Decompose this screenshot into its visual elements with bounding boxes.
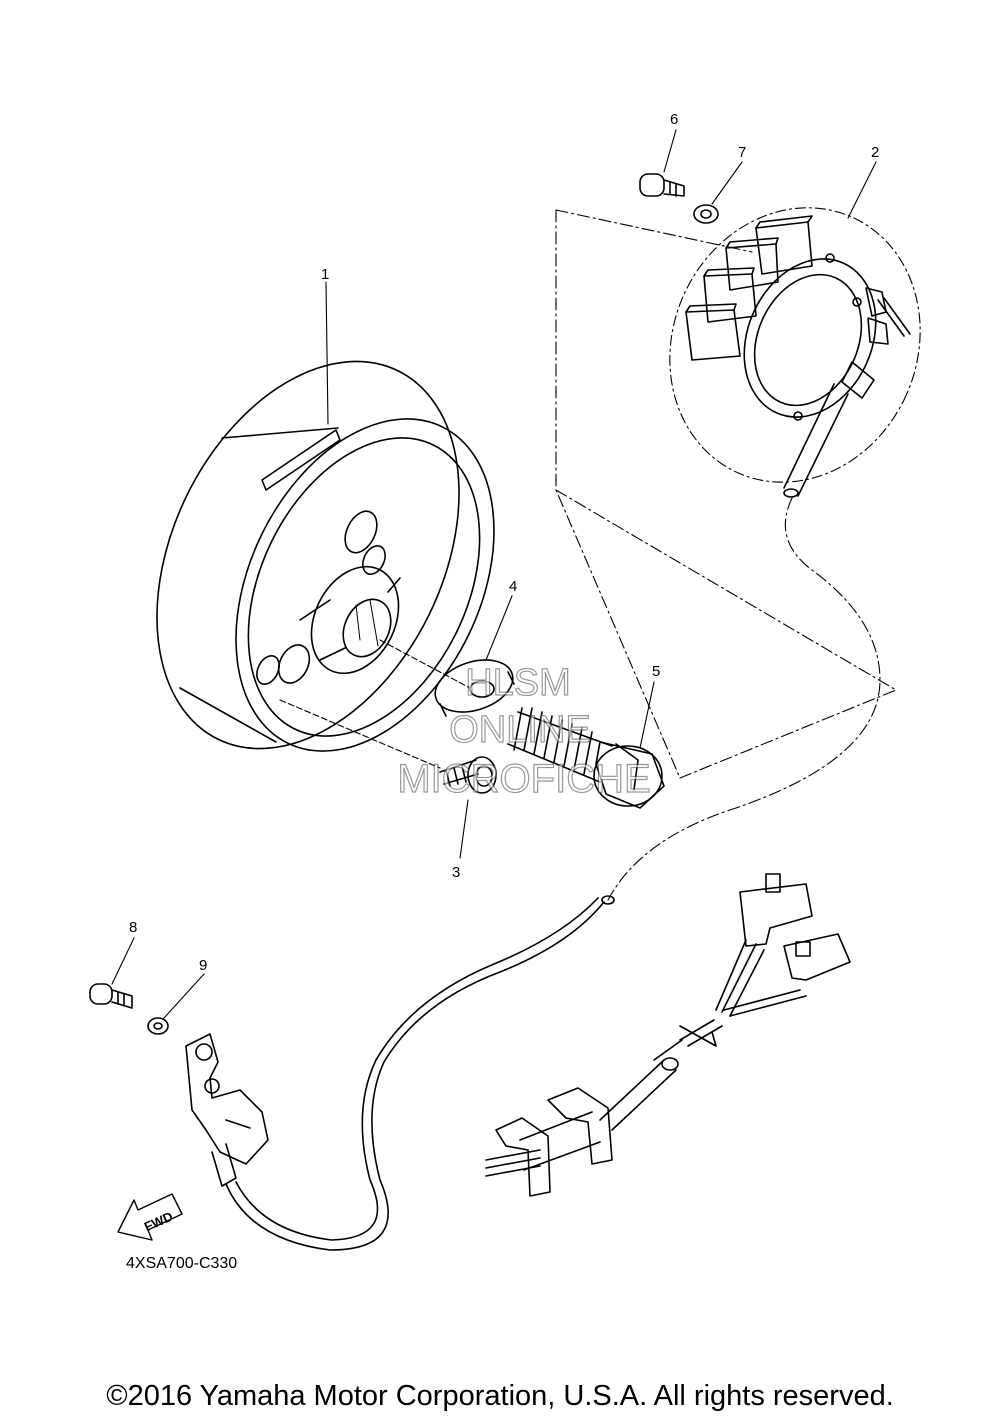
flywheel-bolt [507,707,665,809]
copyright-notice: ©2016 Yamaha Motor Corporation, U.S.A. A… [106,1380,894,1412]
fwd-arrow-icon [117,1193,183,1241]
callout-7: 7 [738,144,746,161]
callout-3: 3 [452,864,460,881]
callout-2: 2 [871,144,879,161]
watermark-line-3: MICROFICHE [397,757,650,801]
sensor-screw [89,983,133,1009]
callout-5: 5 [652,663,660,680]
callout-8: 8 [129,919,137,936]
watermark: HLSM ONLINE MICROFICHE [397,661,652,801]
stator-screw [639,173,685,197]
diagram-code: 4XSA700-C330 [126,1255,237,1272]
watermark-line-1: HLSM [465,662,571,704]
stator-washer [693,204,719,224]
stator-alignment-line [555,209,897,779]
fwd-label: FWD [142,1209,175,1235]
callout-6: 6 [670,111,678,128]
pickup-sensor [185,1033,269,1187]
stator-assembly [669,207,921,498]
watermark-line-2: ONLINE [449,709,590,751]
rotor-screw [439,756,497,794]
plate-washer [434,659,515,717]
wire-harness [225,497,881,1251]
callout-4: 4 [509,578,517,595]
flywheel-rotor [156,360,495,769]
leader-lines [111,129,877,1019]
callout-1: 1 [321,266,329,283]
sensor-washer [147,1017,169,1035]
callout-9: 9 [199,957,207,974]
